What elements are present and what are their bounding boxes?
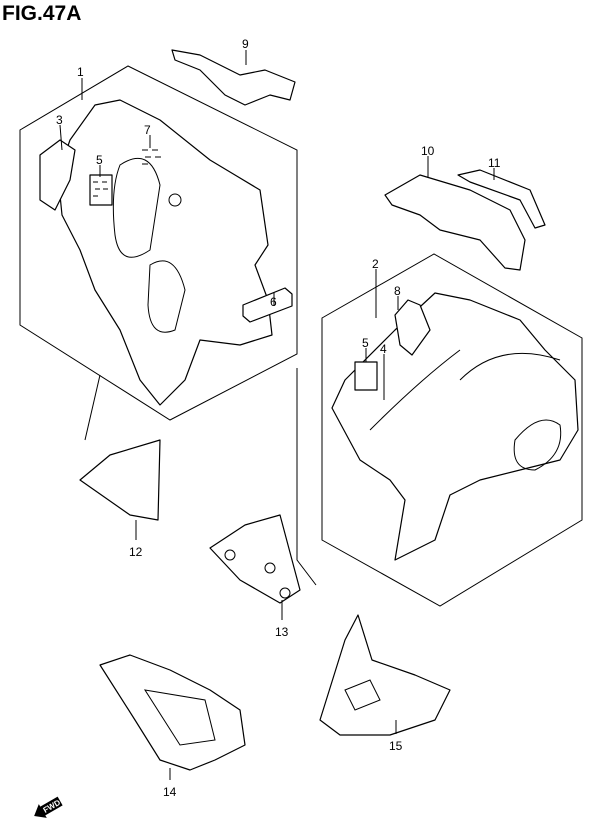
callout-10: 10 <box>421 144 435 158</box>
part-7-decal[interactable] <box>142 149 161 165</box>
callout-11: 11 <box>488 156 501 170</box>
part-2-front-cowling[interactable] <box>331 292 579 561</box>
group-box-2 <box>321 253 583 607</box>
callout-5-left: 5 <box>96 153 103 167</box>
part-15-under-cowling[interactable] <box>319 614 451 736</box>
part-10-inner-cover[interactable] <box>384 174 526 271</box>
callout-5-right: 5 <box>362 336 369 350</box>
figure-title: FIG.47A <box>2 2 82 25</box>
part-9-bracket[interactable] <box>171 49 296 106</box>
forward-arrow-icon: FWD <box>34 796 63 818</box>
callout-14: 14 <box>163 785 177 799</box>
group-box-1 <box>19 65 298 421</box>
part-14-lower-cowling[interactable] <box>99 654 246 771</box>
callout-12: 12 <box>129 545 143 559</box>
part-6-cushion[interactable] <box>242 287 293 323</box>
callout-13: 13 <box>275 625 289 639</box>
callout-4: 4 <box>380 342 387 356</box>
callout-7: 7 <box>144 123 151 137</box>
callout-6: 6 <box>270 295 277 309</box>
callout-8: 8 <box>394 284 401 298</box>
callout-15: 15 <box>389 739 403 753</box>
callout-2: 2 <box>372 257 379 271</box>
part-8-bracket[interactable] <box>394 299 431 356</box>
part-3-bracket[interactable] <box>39 139 76 211</box>
part-13-side-panel[interactable] <box>209 514 301 604</box>
callout-1: 1 <box>77 65 84 79</box>
part-5-decal-right[interactable] <box>354 361 378 391</box>
leader-line <box>296 368 317 586</box>
part-12-side-panel[interactable] <box>79 439 161 521</box>
leader-line <box>84 374 101 441</box>
callout-leaders <box>59 50 495 780</box>
part-11-trim[interactable] <box>457 169 546 229</box>
part-5-decal-left[interactable] <box>89 174 113 206</box>
callout-3: 3 <box>56 113 63 127</box>
callout-9: 9 <box>242 37 249 51</box>
part-1-under-cowling[interactable] <box>57 99 273 406</box>
